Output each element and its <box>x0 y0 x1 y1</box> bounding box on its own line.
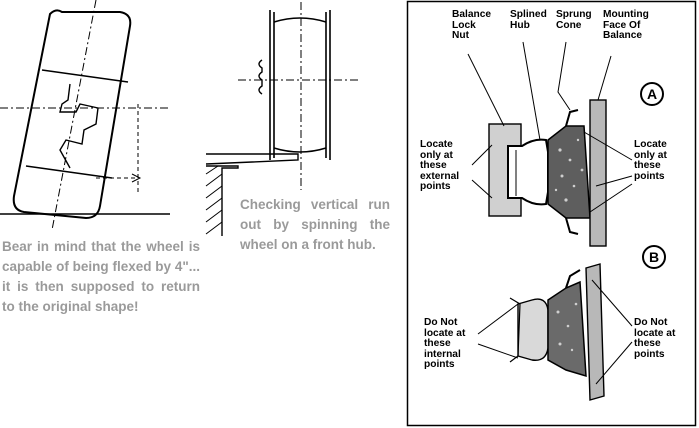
hub-bumps <box>258 59 263 95</box>
support-hatching <box>205 165 223 235</box>
mounting-face-a <box>589 99 607 247</box>
marker-a: A <box>640 82 664 106</box>
tilted-tyre-outline <box>12 9 132 220</box>
leader-mounting-face <box>597 55 612 101</box>
label-locate-right: Locate only at these points <box>634 139 667 182</box>
mounting-face-b <box>585 263 605 401</box>
caption-runout-check: Checking vertical run out by spinning th… <box>240 197 390 252</box>
support-block <box>206 165 239 236</box>
leader-lock-nut <box>467 53 505 127</box>
assembly-a <box>488 99 607 247</box>
splined-hub-b <box>517 298 549 361</box>
label-do-not-right: Do Not locate at these points <box>634 317 676 360</box>
diagram-border <box>406 0 697 427</box>
rim-upper-line <box>41 69 129 83</box>
caption-wheel-flex: Bear in mind that the wheel is capable o… <box>2 239 200 314</box>
rim-barrel-top <box>273 17 327 23</box>
label-sprung-cone: Sprung Cone <box>556 9 592 31</box>
assembly-b <box>509 263 605 401</box>
sprung-cone-a <box>547 125 591 219</box>
wheel-right-flange <box>325 10 331 160</box>
dim-arrow-head <box>131 173 142 183</box>
marker-b: B <box>642 245 666 269</box>
sprung-cone-b <box>547 280 587 378</box>
leader-sprung-cone <box>557 41 571 111</box>
label-splined-hub: Splined Hub <box>510 9 547 31</box>
splined-hub-a <box>507 138 549 206</box>
tilted-axis-line <box>51 0 97 231</box>
rim-lower-line <box>25 165 113 179</box>
rim-barrel-bottom <box>273 147 327 153</box>
label-do-not-internal: Do Not locate at these internal points <box>424 317 466 370</box>
label-mounting-face: Mounting Face Of Balance <box>603 9 649 41</box>
spindle <box>205 153 299 165</box>
leader-splined-hub <box>522 41 541 141</box>
label-balance-lock-nut: Balance Lock Nut <box>452 9 492 41</box>
label-locate-external: Locate only at these external points <box>420 139 460 192</box>
